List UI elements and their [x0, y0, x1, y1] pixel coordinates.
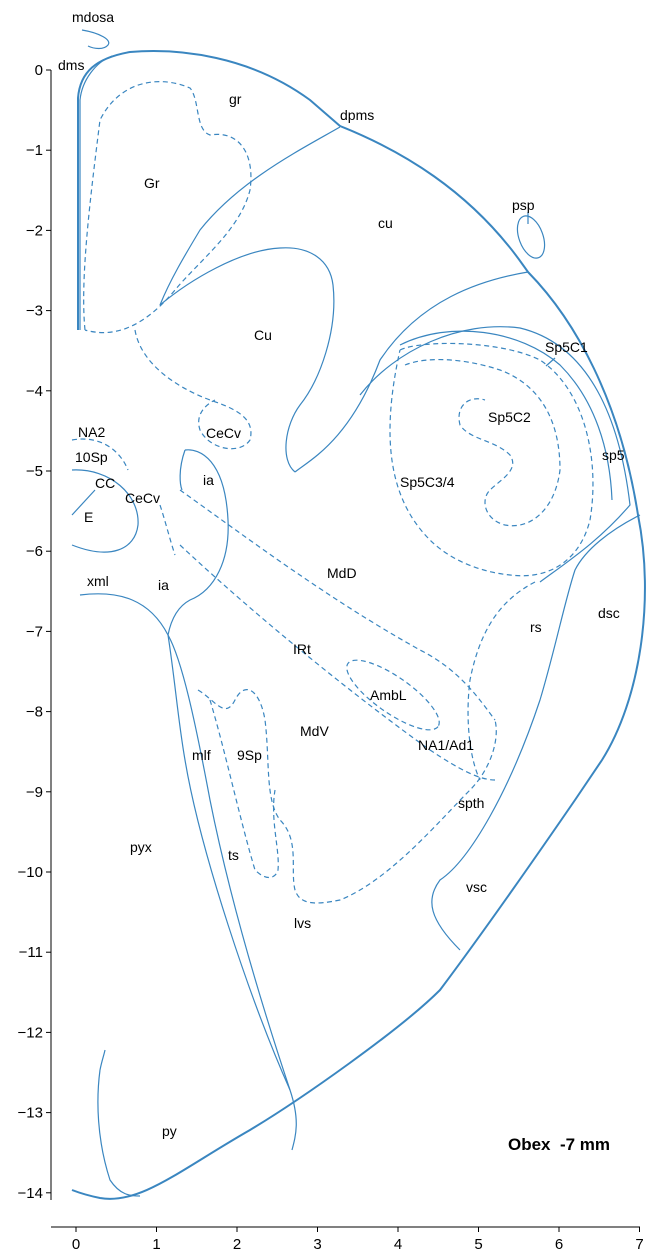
irt-band-lower	[179, 544, 496, 781]
x-axis: 0 1 2 3 4 5 6 7	[51, 1226, 644, 1253]
dpms-boundary	[159, 126, 341, 306]
label-ia-mid: ia	[158, 577, 169, 593]
py-top-hook	[99, 1049, 106, 1071]
label-NA2: NA2	[78, 424, 105, 440]
label-xml: xml	[87, 573, 109, 589]
y-tick-label: −2	[26, 222, 43, 239]
y-tick-label: −6	[26, 543, 43, 560]
rs-dsc-boundary	[431, 514, 641, 951]
x-tick-label: 3	[313, 1236, 321, 1253]
label-9Sp: 9Sp	[237, 747, 262, 763]
y-tick-label: −7	[26, 623, 43, 640]
ia-loop	[167, 449, 229, 636]
label-AmbL: AmbL	[370, 687, 407, 703]
x-tick-label: 5	[474, 1236, 482, 1253]
sp5-outer	[359, 326, 631, 583]
label-CeCv-mid: CeCv	[125, 490, 160, 506]
label-CC: CC	[95, 475, 115, 491]
outer-contour	[71, 50, 646, 1200]
mlf-boundary	[167, 634, 291, 1091]
x-tick-label: 4	[394, 1236, 402, 1253]
label-cu: cu	[378, 215, 393, 231]
label-dms: dms	[58, 57, 84, 73]
label-MdD: MdD	[327, 565, 357, 581]
cu-sp5-boundary	[294, 271, 529, 473]
label-10Sp: 10Sp	[75, 449, 108, 465]
dashed-boundaries	[71, 81, 594, 904]
label-psp: psp	[512, 197, 535, 213]
label-ts: ts	[228, 847, 239, 863]
label-NA1-Ad1: NA1/Ad1	[418, 737, 474, 753]
label-Sp5C3-4: Sp5C3/4	[400, 474, 455, 490]
sp5-inner	[399, 330, 613, 501]
y-tick-label: −13	[18, 1105, 43, 1122]
label-Sp5C2: Sp5C2	[488, 409, 531, 425]
y-tick-label: −11	[19, 944, 43, 961]
gracile-nucleus	[83, 81, 252, 334]
label-vsc: vsc	[466, 879, 487, 895]
solid-boundaries	[71, 29, 646, 1200]
label-py: py	[162, 1123, 177, 1139]
y-tick-label: −4	[26, 383, 43, 400]
label-gr: gr	[229, 91, 242, 107]
psp-oval	[516, 215, 546, 259]
label-rs: rs	[530, 619, 542, 635]
irt-band-upper	[179, 489, 496, 721]
na2-area	[71, 438, 129, 471]
x-tick-label: 1	[152, 1236, 160, 1253]
label-IRt: IRt	[293, 641, 311, 657]
y-tick-label: 0	[35, 62, 43, 79]
x-tick-label: 2	[233, 1236, 241, 1253]
gr-cu-boundary	[159, 247, 335, 473]
x-tick-label: 7	[635, 1236, 643, 1253]
label-ia-top: ia	[203, 472, 214, 488]
mdosa-loop	[81, 29, 110, 50]
label-sp5: sp5	[602, 447, 625, 463]
label-mlf: mlf	[192, 747, 211, 763]
label-pyx: pyx	[130, 839, 152, 855]
xml-line	[79, 593, 169, 636]
y-tick-label: −9	[26, 784, 43, 801]
y-tick-label: −12	[18, 1024, 43, 1041]
x-tick-label: 0	[72, 1236, 80, 1253]
label-MdV: MdV	[300, 723, 329, 739]
ambl-oval	[346, 659, 440, 731]
pyx-boundary	[167, 634, 297, 1151]
ventral-reticular	[197, 689, 497, 904]
region-labels: mdosa dms gr dpms Gr cu psp Cu Sp5C1 NA2…	[58, 9, 625, 1139]
label-mdosa: mdosa	[72, 9, 114, 25]
9sp-nucleus	[209, 699, 279, 879]
ia-left-loop	[179, 449, 186, 491]
label-Sp5C1: Sp5C1	[545, 339, 588, 355]
cc-loop	[71, 469, 139, 553]
x-tick-label: 6	[555, 1236, 563, 1253]
sp5c2	[389, 342, 594, 577]
y-tick-label: −1	[26, 142, 43, 159]
py-left-contour	[97, 1069, 141, 1197]
caption-obex: Obex -7 mm	[508, 1135, 610, 1154]
label-lvs: lvs	[294, 915, 311, 931]
cecv-left	[159, 504, 176, 556]
midline	[79, 55, 113, 330]
sp5c3	[404, 358, 561, 527]
label-dpms: dpms	[340, 107, 374, 123]
y-tick-label: −5	[26, 463, 43, 480]
y-axis: 0 −1 −2 −3 −4 −5 −6 −7 −8 −9 −10 −11 −12 −13 −14	[18, 62, 52, 1202]
y-tick-label: −3	[26, 303, 43, 320]
label-Cu: Cu	[254, 327, 272, 343]
label-dsc: dsc	[598, 605, 620, 621]
y-tick-label: −8	[26, 704, 43, 721]
y-tick-label: −14	[18, 1185, 43, 1202]
label-CeCv-top: CeCv	[206, 425, 241, 441]
y-tick-label: −10	[18, 864, 43, 881]
dsc-dashed	[467, 581, 536, 781]
label-Gr: Gr	[144, 175, 160, 191]
label-spth: spth	[458, 795, 484, 811]
label-E: E	[84, 509, 93, 525]
